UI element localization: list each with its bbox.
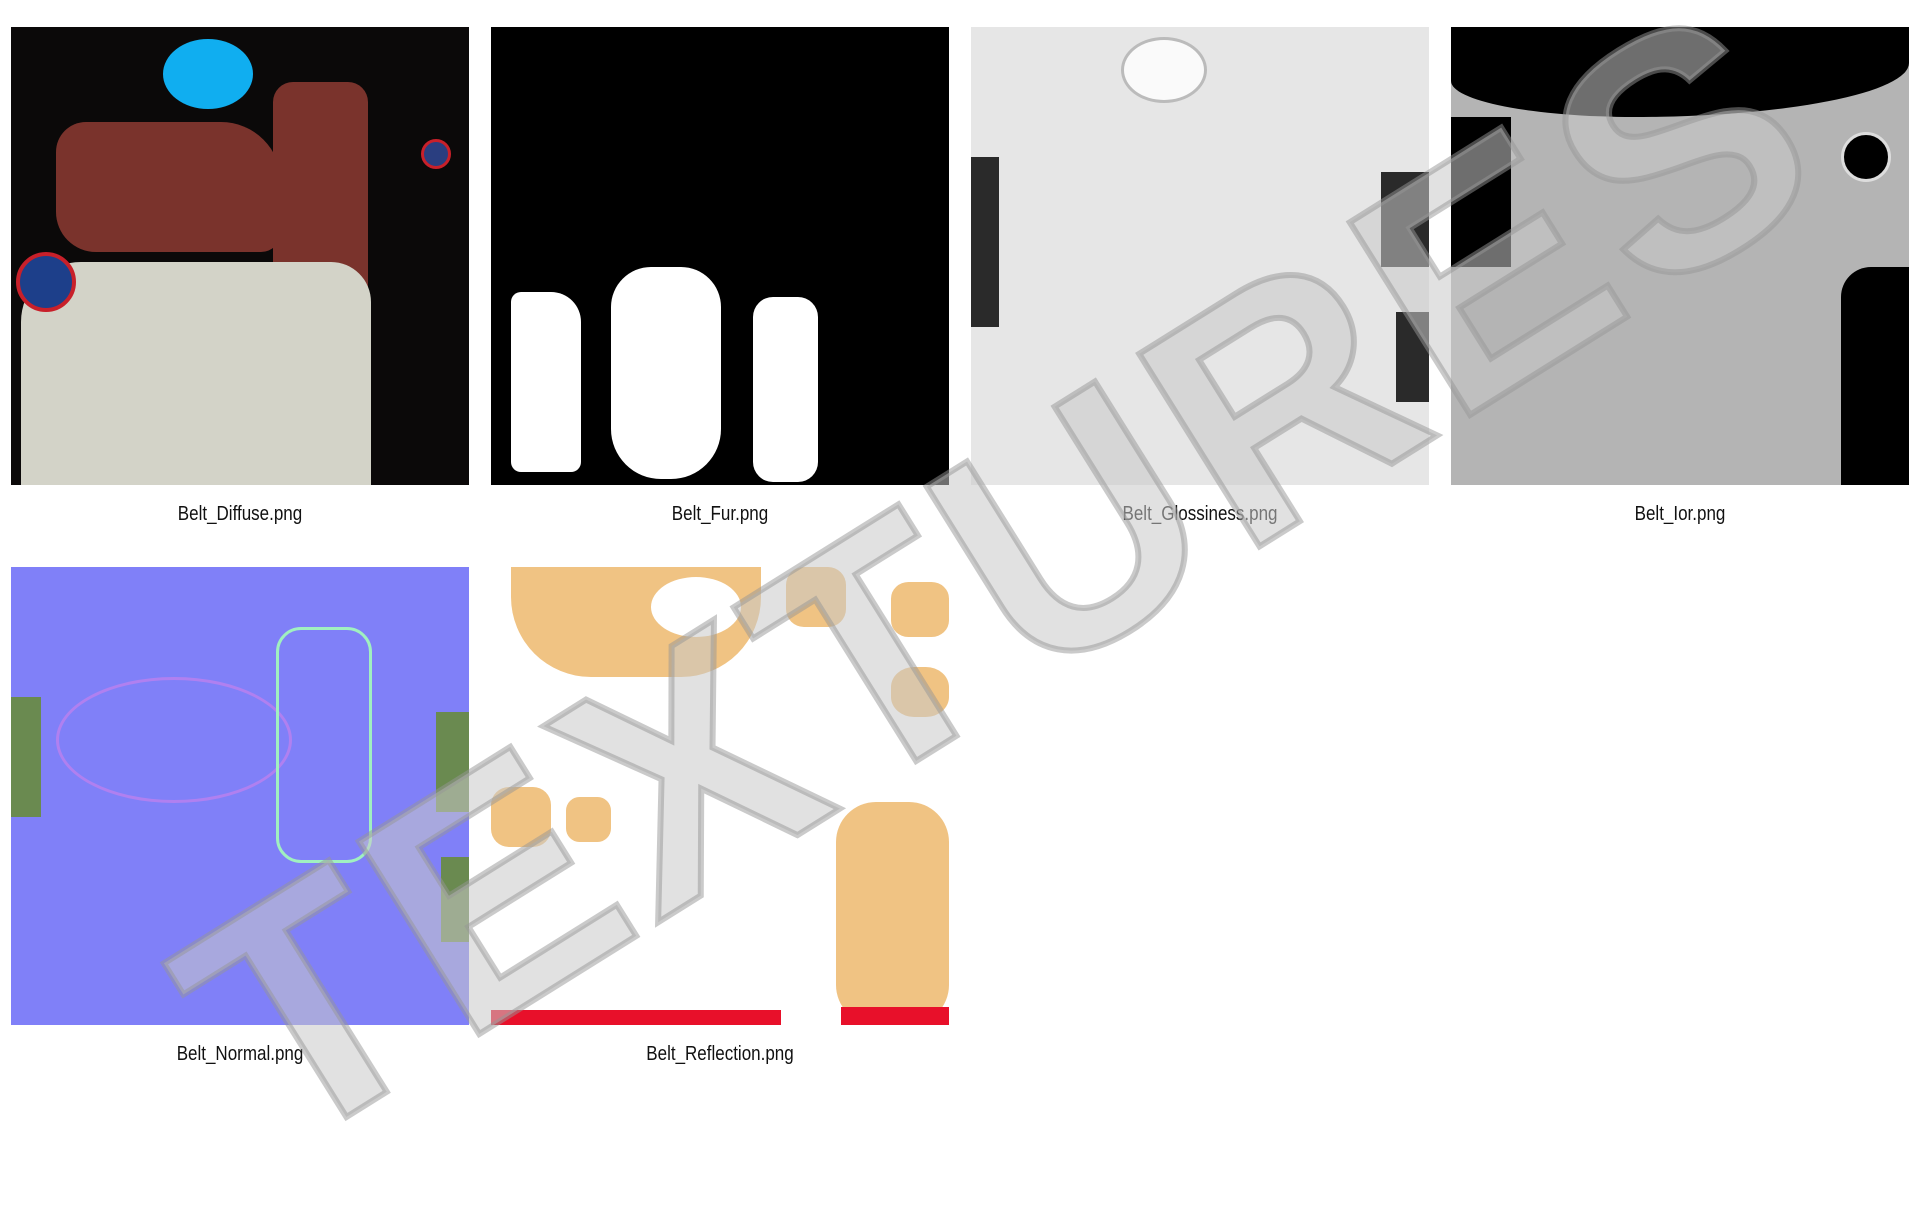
texture-thumbnail-diffuse[interactable] xyxy=(11,27,469,485)
texture-label: Belt_Diffuse.png xyxy=(177,503,303,525)
texture-thumbnail-normal[interactable] xyxy=(11,567,469,1025)
normal-panel xyxy=(436,712,469,812)
fur-mask xyxy=(511,292,581,472)
reflection-tan xyxy=(891,667,949,717)
reflection-hole xyxy=(651,577,741,637)
reflection-red xyxy=(841,1007,949,1025)
reflection-tan xyxy=(786,567,846,627)
texture-thumbnail-ior[interactable] xyxy=(1451,27,1909,485)
reflection-tan xyxy=(891,582,949,637)
gloss-panel xyxy=(1396,312,1429,402)
cream-panel xyxy=(21,262,371,485)
normal-strap xyxy=(276,627,372,863)
ior-black xyxy=(1841,267,1909,485)
normal-panel xyxy=(441,857,469,942)
reflection-tan xyxy=(566,797,611,842)
gloss-panel xyxy=(971,157,999,327)
gloss-ring xyxy=(1121,37,1207,103)
ior-black xyxy=(1451,117,1511,267)
fur-mask xyxy=(753,297,818,482)
reflection-tan xyxy=(491,787,551,847)
ior-black xyxy=(1451,27,1909,117)
texture-thumbnail-reflection[interactable] xyxy=(491,567,949,1025)
normal-oval xyxy=(56,677,292,803)
texture-label: Belt_Fur.png xyxy=(671,503,769,525)
reflection-tan xyxy=(836,802,949,1025)
texture-label: Belt_Glossiness.png xyxy=(1122,503,1278,525)
normal-panel xyxy=(11,697,41,817)
badge xyxy=(16,252,76,312)
globe-patch xyxy=(163,39,253,109)
badge-small xyxy=(421,139,451,169)
fur-mask xyxy=(611,267,721,479)
texture-label: Belt_Normal.png xyxy=(176,1043,304,1065)
texture-thumbnail-fur[interactable] xyxy=(491,27,949,485)
gloss-panel xyxy=(1381,172,1429,267)
texture-label: Belt_Reflection.png xyxy=(646,1043,794,1065)
ior-badge xyxy=(1841,132,1891,182)
reflection-red xyxy=(491,1010,781,1025)
leather-panel xyxy=(56,122,281,252)
texture-label: Belt_Ior.png xyxy=(1634,503,1726,525)
texture-thumbnail-glossiness[interactable] xyxy=(971,27,1429,485)
